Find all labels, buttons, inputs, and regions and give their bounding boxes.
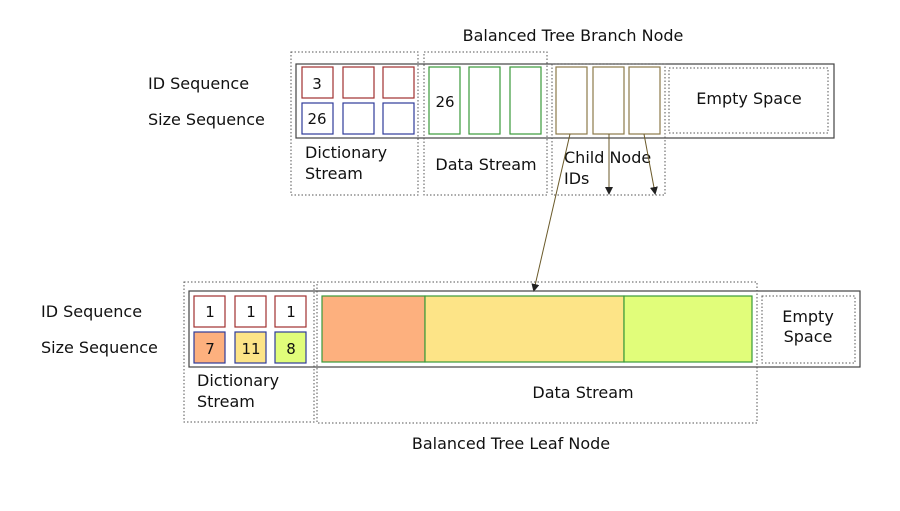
child-node-ids-label: Child Node xyxy=(564,148,651,167)
leaf-dictionary-stream-region xyxy=(183,281,315,423)
branch-id-sequence-label: ID Sequence xyxy=(148,74,249,93)
branch-id-cell xyxy=(382,66,415,99)
leaf-size-cell-value: 7 xyxy=(205,340,215,358)
branch-data-cell xyxy=(509,66,542,135)
branch-size-sequence-label: Size Sequence xyxy=(148,110,265,129)
leaf-id-cell xyxy=(234,295,267,328)
leaf-size-cell xyxy=(234,331,267,364)
branch-dictionary-stream-region xyxy=(290,51,419,196)
leaf-id-sequence-label: ID Sequence xyxy=(41,302,142,321)
leaf-id-cell-value: 1 xyxy=(205,303,215,321)
leaf-id-cell xyxy=(274,295,307,328)
leaf-data-segment xyxy=(623,295,753,363)
branch-id-cell-value: 3 xyxy=(312,75,322,93)
branch-data-cell-value: 26 xyxy=(435,93,454,111)
branch-dictionary-stream-label: Stream xyxy=(305,164,363,183)
child-pointer-arrow xyxy=(643,133,658,195)
child-node-ids-label: IDs xyxy=(564,169,589,188)
leaf-size-sequence-label: Size Sequence xyxy=(41,338,158,357)
branch-node-title: Balanced Tree Branch Node xyxy=(463,26,684,45)
leaf-size-cell xyxy=(193,331,226,364)
leaf-empty-space-label: Space xyxy=(784,327,833,346)
leaf-empty-space-region xyxy=(761,295,856,364)
child-id-cell xyxy=(628,66,661,135)
child-pointer-arrow xyxy=(531,133,571,292)
branch-size-cell xyxy=(301,102,334,135)
branch-node-frame xyxy=(295,63,835,139)
branch-id-cell xyxy=(342,66,375,99)
leaf-data-stream-label: Data Stream xyxy=(532,383,633,402)
branch-id-cell xyxy=(301,66,334,99)
leaf-dictionary-stream-label: Stream xyxy=(197,392,255,411)
child-id-cell xyxy=(555,66,588,135)
branch-empty-space-label: Empty Space xyxy=(696,89,801,108)
leaf-dictionary-stream-label: Dictionary xyxy=(197,371,279,390)
branch-data-cell xyxy=(428,66,461,135)
branch-size-cell xyxy=(382,102,415,135)
leaf-node-title: Balanced Tree Leaf Node xyxy=(412,434,610,453)
branch-size-cell xyxy=(342,102,375,135)
leaf-size-cell-value: 8 xyxy=(286,340,296,358)
leaf-size-cell-value: 11 xyxy=(241,340,260,358)
leaf-id-cell xyxy=(193,295,226,328)
leaf-size-cell xyxy=(274,331,307,364)
branch-data-stream-label: Data Stream xyxy=(435,155,536,174)
leaf-id-cell-value: 1 xyxy=(246,303,256,321)
leaf-id-cell-value: 1 xyxy=(286,303,296,321)
branch-data-cell xyxy=(468,66,501,135)
branch-size-cell-value: 26 xyxy=(307,110,326,128)
leaf-data-segment xyxy=(321,295,426,363)
leaf-data-segment xyxy=(424,295,625,363)
child-id-cell xyxy=(592,66,625,135)
branch-dictionary-stream-label: Dictionary xyxy=(305,143,387,162)
leaf-node-frame xyxy=(188,290,861,368)
branch-child-ids-region xyxy=(551,63,666,196)
leaf-empty-space-label: Empty xyxy=(782,307,834,326)
